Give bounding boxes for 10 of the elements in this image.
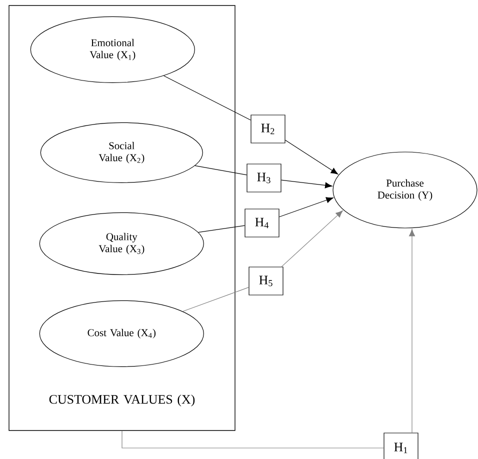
hypothesis-box: H$_{3}$ bbox=[246, 164, 282, 192]
arrow bbox=[279, 197, 334, 218]
hypothesis-box: H$_{1}$ bbox=[384, 432, 418, 459]
arrow bbox=[409, 229, 415, 433]
hypothesis-box: H$_{4}$ bbox=[244, 208, 280, 238]
arrow bbox=[285, 140, 338, 174]
arrow bbox=[281, 210, 343, 267]
arrow bbox=[281, 180, 332, 188]
hypothesis-box: H$_{2}$ bbox=[250, 114, 286, 144]
hypothesis-box: H$_{5}$ bbox=[248, 266, 284, 296]
